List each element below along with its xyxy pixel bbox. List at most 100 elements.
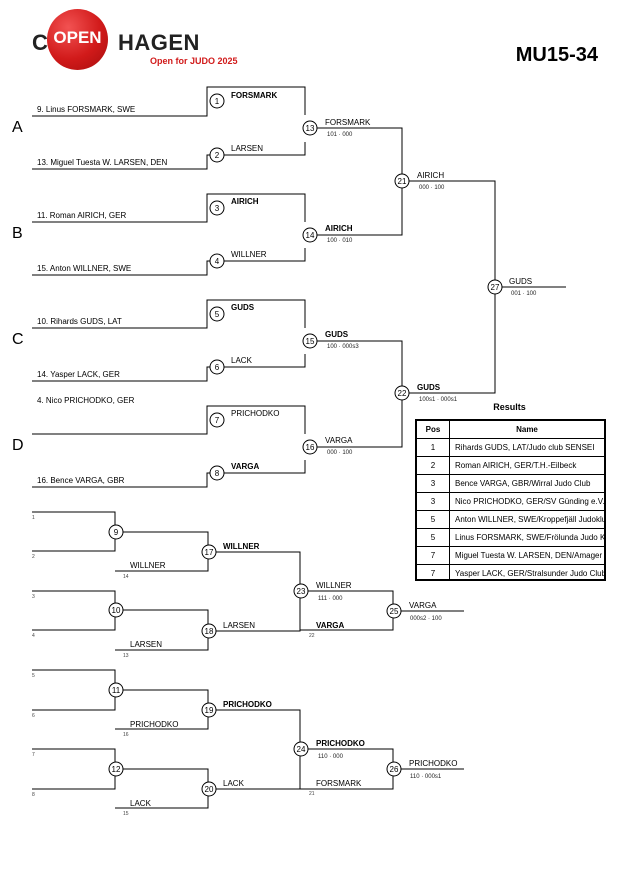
competitor-entry: 15. Anton WILLNER, SWE bbox=[37, 264, 131, 273]
match-27-score: 001 · 100 bbox=[511, 291, 537, 297]
seed-number: 21 bbox=[309, 791, 315, 797]
svg-text:12: 12 bbox=[112, 765, 121, 774]
results-row: 5 Anton WILLNER, SWE/Kroppefjäll Judoklu… bbox=[417, 511, 604, 529]
svg-text:11: 11 bbox=[112, 686, 121, 695]
match-circle: 10 bbox=[108, 602, 124, 618]
repechage-entry: WILLNER bbox=[130, 561, 166, 570]
match-circle: 11 bbox=[108, 682, 124, 698]
result-pos: 5 bbox=[417, 511, 450, 528]
svg-text:27: 27 bbox=[491, 283, 500, 292]
match-15-winner: GUDS bbox=[325, 330, 349, 339]
logo-text-hagen: HAGEN bbox=[118, 30, 200, 55]
match-circle: 16 bbox=[302, 439, 318, 455]
match-circle: 13 bbox=[302, 120, 318, 136]
repechage-slot: 6 bbox=[32, 713, 35, 719]
match-17-winner: WILLNER bbox=[223, 542, 260, 551]
match-27-winner: GUDS bbox=[509, 277, 532, 286]
pool-label-b: B bbox=[12, 225, 23, 242]
competitor-entry: 9. Linus FORSMARK, SWE bbox=[37, 105, 135, 114]
result-pos: 1 bbox=[417, 439, 450, 456]
svg-text:1: 1 bbox=[215, 97, 220, 106]
results-row: 5 Linus FORSMARK, SWE/Frölunda Judo Klub… bbox=[417, 529, 604, 547]
match-circle: 17 bbox=[201, 544, 217, 560]
match-24-score: 110 · 000 bbox=[318, 754, 344, 760]
results-header-name: Name bbox=[516, 425, 538, 434]
svg-text:10: 10 bbox=[112, 606, 121, 615]
repechage-entry: PRICHODKO bbox=[130, 720, 178, 729]
result-name: Rihards GUDS, LAT/Judo club SENSEI bbox=[455, 443, 595, 452]
match-16-score: 000 · 100 bbox=[327, 450, 353, 456]
results-row: 7 Miguel Tuesta W. LARSEN, DEN/Amager Ju… bbox=[417, 547, 604, 565]
repechage-entry: LARSEN bbox=[130, 640, 162, 649]
results-header-row: Pos Name bbox=[417, 421, 604, 439]
match-circle: 7 bbox=[209, 412, 225, 428]
match-circle: 4 bbox=[209, 253, 225, 269]
repechage-slot: 2 bbox=[32, 554, 35, 560]
match-23-bottom: VARGA bbox=[316, 621, 345, 630]
match-14-score: 100 · 010 bbox=[327, 238, 353, 244]
repechage-slot: 8 bbox=[32, 792, 35, 798]
results-row: 3 Nico PRICHODKO, GER/SV Günding e.V. bbox=[417, 493, 604, 511]
svg-text:20: 20 bbox=[205, 785, 214, 794]
match-26-score: 110 · 000s1 bbox=[410, 774, 442, 780]
logo-tagline: Open for JUDO 2025 bbox=[150, 56, 238, 66]
match-16-winner: VARGA bbox=[325, 436, 353, 445]
result-name: Nico PRICHODKO, GER/SV Günding e.V. bbox=[455, 497, 604, 506]
match-circle: 27 bbox=[487, 279, 503, 295]
result-pos: 5 bbox=[417, 529, 450, 546]
match-24-top: PRICHODKO bbox=[316, 739, 365, 748]
seed-number: 13 bbox=[123, 653, 129, 659]
match-1-winner: FORSMARK bbox=[231, 91, 277, 100]
match-circle: 26 bbox=[386, 761, 402, 777]
svg-text:2: 2 bbox=[215, 151, 220, 160]
match-13-score: 101 · 000 bbox=[327, 132, 353, 138]
match-circle: 5 bbox=[209, 306, 225, 322]
bracket-lines bbox=[32, 86, 566, 809]
match-circle: 6 bbox=[209, 359, 225, 375]
svg-text:13: 13 bbox=[306, 124, 315, 133]
match-circle: 14 bbox=[302, 227, 318, 243]
result-name: Linus FORSMARK, SWE/Frölunda Judo Klubb bbox=[455, 533, 604, 542]
svg-text:17: 17 bbox=[205, 548, 214, 557]
svg-text:8: 8 bbox=[215, 469, 220, 478]
match-circle: 25 bbox=[386, 603, 402, 619]
match-circle: 21 bbox=[394, 173, 410, 189]
svg-text:26: 26 bbox=[390, 765, 399, 774]
logo-letter-c: C bbox=[32, 30, 49, 55]
result-pos: 3 bbox=[417, 493, 450, 510]
competitor-entry: 10. Rihards GUDS, LAT bbox=[37, 317, 122, 326]
results-row: 7 Yasper LACK, GER/Stralsunder Judo Club bbox=[417, 565, 604, 579]
match-21-score: 000 · 100 bbox=[419, 185, 445, 191]
repechage-slot: 1 bbox=[32, 515, 35, 521]
match-20-winner: LACK bbox=[223, 779, 245, 788]
result-name: Bence VARGA, GBR/Wirral Judo Club bbox=[455, 479, 591, 488]
match-circle: 23 bbox=[293, 583, 309, 599]
svg-text:9: 9 bbox=[114, 528, 119, 537]
match-15-score: 100 · 000s3 bbox=[327, 344, 359, 350]
svg-text:21: 21 bbox=[398, 177, 407, 186]
match-2-winner: LARSEN bbox=[231, 144, 263, 153]
repechage-slot: 3 bbox=[32, 594, 35, 600]
results-row: 3 Bence VARGA, GBR/Wirral Judo Club bbox=[417, 475, 604, 493]
pool-label-c: C bbox=[12, 331, 24, 348]
match-circle: 9 bbox=[108, 524, 124, 540]
results-table: Pos Name 1 Rihards GUDS, LAT/Judo club S… bbox=[415, 419, 606, 581]
repechage-entry: LACK bbox=[130, 799, 152, 808]
logo-circle bbox=[47, 9, 108, 70]
seed-number: 14 bbox=[123, 574, 129, 580]
match-18-winner: LARSEN bbox=[223, 621, 255, 630]
results-row: 2 Roman AIRICH, GER/T.H.-Eilbeck bbox=[417, 457, 604, 475]
match-24-bottom: FORSMARK bbox=[316, 779, 362, 788]
svg-text:4: 4 bbox=[215, 257, 220, 266]
match-3-winner: AIRICH bbox=[231, 197, 259, 206]
match-circle: 12 bbox=[108, 761, 124, 777]
match-14-winner: AIRICH bbox=[325, 224, 353, 233]
result-pos: 2 bbox=[417, 457, 450, 474]
logo-badge-text: OPEN bbox=[53, 28, 102, 47]
svg-text:25: 25 bbox=[390, 607, 399, 616]
category-title: MU15-34 bbox=[515, 44, 598, 66]
svg-text:14: 14 bbox=[306, 231, 315, 240]
match-13-winner: FORSMARK bbox=[325, 118, 371, 127]
results-row: 1 Rihards GUDS, LAT/Judo club SENSEI bbox=[417, 439, 604, 457]
